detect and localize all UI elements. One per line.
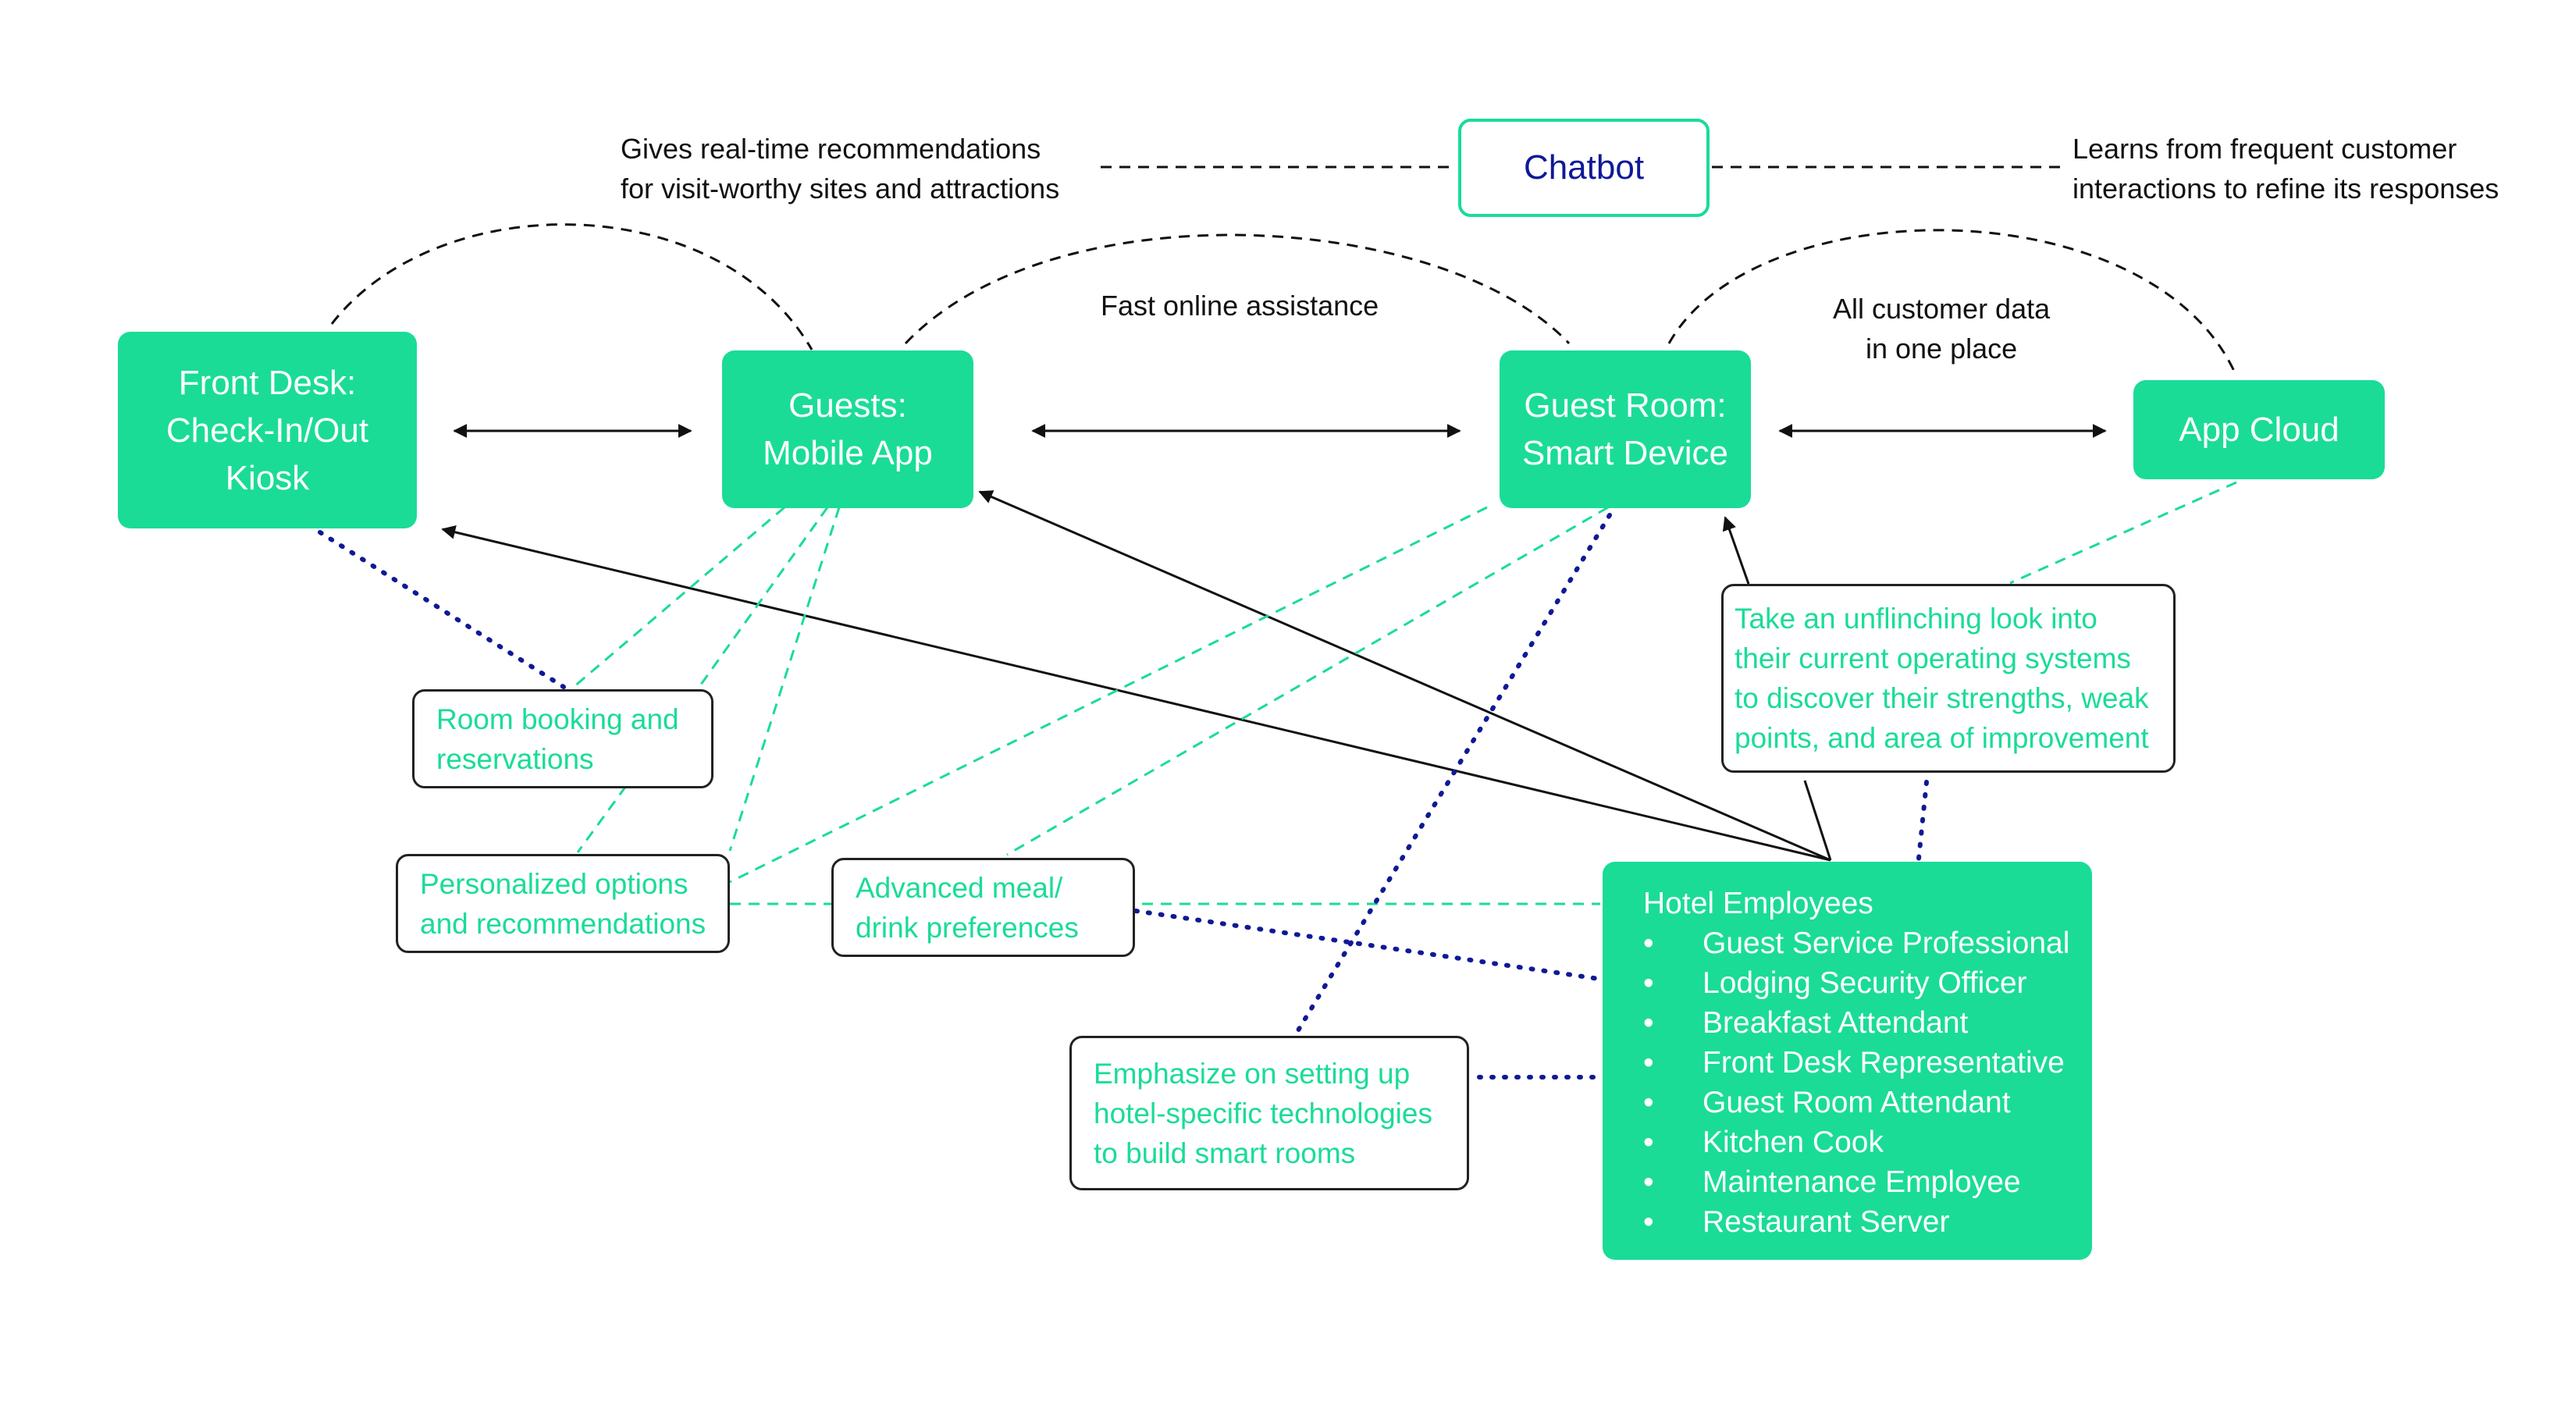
caption-chatbot-right: Learns from frequent customer interactio… bbox=[2073, 133, 2500, 205]
green-guestroom-personalized bbox=[729, 506, 1488, 884]
app-cloud-node[interactable]: App Cloud bbox=[2133, 380, 2385, 479]
caption-chatbot-left: Gives real-time recommendations for visi… bbox=[621, 133, 1060, 205]
arrow-employees-frontdesk bbox=[441, 525, 1831, 862]
green-appcloud-note bbox=[2009, 481, 2237, 585]
note-personalized-options: Personalized options and recommendations bbox=[396, 854, 730, 953]
caption-fast-assistance: Fast online assistance bbox=[1101, 290, 1379, 322]
employee-role-item: Front Desk Representative bbox=[1643, 1043, 2076, 1083]
guests-mobile-app-label: Guests: Mobile App bbox=[763, 386, 933, 472]
arc-guests-guestroom bbox=[904, 233, 1571, 345]
note-meal-preferences: Advanced meal/ drink preferences bbox=[831, 858, 1135, 957]
note-smart-rooms: Emphasize on setting up hotel-specific t… bbox=[1069, 1036, 1469, 1190]
chatbot-label: Chatbot bbox=[1523, 148, 1645, 187]
green-guestroom-meal bbox=[1006, 506, 1609, 856]
dashed-arcs bbox=[330, 223, 2238, 377]
app-cloud-label: App Cloud bbox=[2179, 411, 2339, 449]
employee-role-item: Restaurant Server bbox=[1643, 1202, 2076, 1242]
note-room-booking: Room booking and reservations bbox=[412, 689, 713, 788]
arrow-note-guestroom bbox=[1722, 516, 1750, 585]
caption-customer-data: All customer data in one place bbox=[1833, 293, 2051, 365]
employee-role-list: Guest Service Professional Lodging Secur… bbox=[1643, 923, 2076, 1242]
guest-room-smart-device-label: Guest Room: Smart Device bbox=[1521, 386, 1729, 472]
guest-room-smart-device-node[interactable]: Guest Room: Smart Device bbox=[1500, 350, 1751, 508]
guests-mobile-app-node[interactable]: Guests: Mobile App bbox=[722, 350, 973, 508]
arrow-employees-guests bbox=[978, 490, 1831, 862]
employee-role-item: Kitchen Cook bbox=[1643, 1122, 2076, 1162]
employee-role-item: Breakfast Attendant bbox=[1643, 1003, 2076, 1043]
dotted-frontdesk-booking bbox=[318, 530, 566, 689]
front-desk-label: Front Desk: Check-In/Out Kiosk bbox=[165, 363, 369, 497]
green-guests-booking bbox=[573, 506, 785, 688]
hotel-employees-box[interactable]: Hotel Employees Guest Service Profession… bbox=[1603, 862, 2092, 1260]
green-booking-personalized bbox=[576, 785, 628, 853]
hotel-employees-title: Hotel Employees bbox=[1643, 887, 1873, 920]
green-dashed-lines bbox=[573, 481, 2237, 905]
arrow-employees-guestroom bbox=[1803, 780, 1832, 861]
employee-role-item: Maintenance Employee bbox=[1643, 1162, 2076, 1202]
navy-dotted-lines bbox=[318, 513, 1929, 1080]
dotted-note-employees bbox=[1916, 780, 1929, 861]
front-desk-node[interactable]: Front Desk: Check-In/Out Kiosk bbox=[118, 332, 417, 528]
green-guests-personalized bbox=[728, 507, 841, 852]
note-operating-systems: Take an unflinching look into their curr… bbox=[1721, 584, 2176, 773]
employee-role-item: Guest Service Professional bbox=[1643, 923, 2076, 963]
dotted-meal-employees bbox=[1133, 909, 1601, 981]
chatbot-node[interactable]: Chatbot bbox=[1458, 119, 1710, 217]
employee-role-item: Guest Room Attendant bbox=[1643, 1083, 2076, 1122]
green-guests-booking-2 bbox=[693, 507, 829, 694]
arc-guestroom-appcloud bbox=[1667, 229, 2238, 377]
employee-role-item: Lodging Security Officer bbox=[1643, 963, 2076, 1003]
employee-arrows bbox=[441, 490, 1832, 862]
dotted-guestroom-smart bbox=[1296, 513, 1612, 1033]
arc-frontdesk-guests bbox=[330, 223, 813, 350]
